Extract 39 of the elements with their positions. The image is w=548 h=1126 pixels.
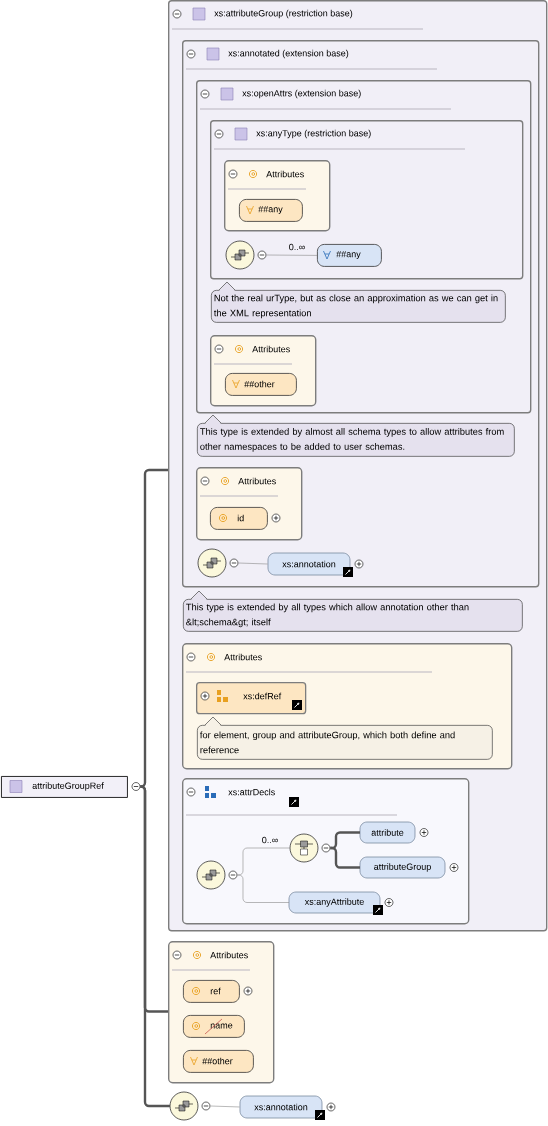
attribute-pill: ##any — [239, 199, 303, 222]
connector-line — [266, 254, 318, 256]
element-pill: xs:annotation — [239, 1095, 323, 1119]
note-callout: This type is extended by almost all schema types to allow attributes from other namespaces to be added to user schemas. — [197, 414, 515, 457]
note-callout: This type is extended by all types which allow annotation other than &lt;schema&gt; itself — [183, 590, 523, 632]
panel-heading: Attributes — [266, 170, 304, 178]
connector-line — [237, 874, 290, 903]
element-pill: attributeGroup — [359, 856, 446, 879]
attribute-pill: name — [183, 1015, 245, 1038]
panel-heading: Attributes — [210, 951, 248, 959]
connector-line — [237, 847, 291, 876]
connector-line — [139, 785, 170, 1108]
group-reference-box: xs:defRef — [196, 682, 307, 715]
panel-heading: xs:attrDecls — [228, 788, 275, 796]
element-pill: attribute — [359, 821, 416, 844]
element-pill: ##any — [317, 244, 382, 267]
panel-heading: Attributes — [238, 477, 276, 485]
connector-line — [210, 1105, 240, 1108]
attribute-pill: ref — [183, 980, 240, 1003]
attribute-pill: ##other — [225, 373, 297, 396]
panel-heading: Attributes — [252, 345, 290, 353]
panel-heading: xs:attributeGroup (restriction base) — [214, 9, 353, 19]
edge-label: 0..∞ — [260, 835, 280, 845]
panel-heading: xs:annotated (extension base) — [228, 49, 349, 59]
panel-heading: xs:openAttrs (extension base) — [242, 89, 361, 99]
attribute-pill: ##other — [183, 1050, 254, 1073]
panel-heading: xs:anyType (restriction base) — [256, 129, 371, 139]
panel-heading: Attributes — [224, 653, 262, 661]
connector-line — [238, 562, 268, 565]
note-callout: Not the real urType, but as close an approximation as we can get in the XML representation — [211, 281, 506, 323]
connector-line — [330, 846, 360, 869]
element-pill: xs:annotation — [267, 552, 351, 576]
connector-line — [139, 468, 168, 788]
element-box: attributeGroupRef — [1, 776, 128, 798]
edge-label: 0..∞ — [287, 242, 307, 252]
note-callout: for element, group and attributeGroup, which both define and reference — [197, 716, 493, 760]
element-pill: xs:anyAttribute — [288, 891, 381, 914]
connector-line — [330, 831, 360, 850]
attribute-pill: id — [210, 507, 268, 530]
